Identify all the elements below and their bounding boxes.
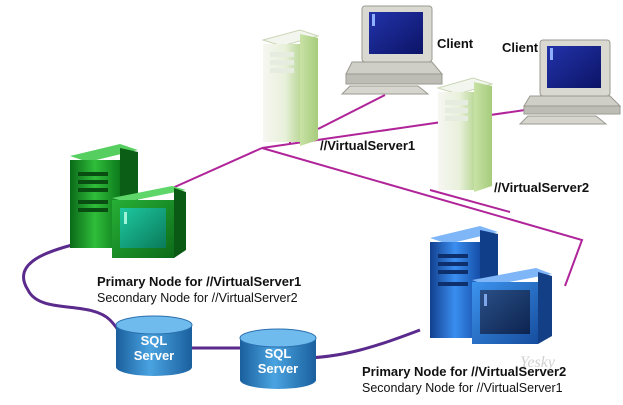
network-line-node1 <box>167 147 263 191</box>
client-1-computer <box>340 5 444 95</box>
db1-label-line1: SQL <box>141 333 168 348</box>
network-line-cross <box>261 147 584 287</box>
node-1-server <box>70 144 186 258</box>
network-line-vs2-node2 <box>429 189 511 213</box>
db1-label-line2: Server <box>134 348 174 363</box>
client-2-label: Client <box>502 40 539 55</box>
client-1-label: Client <box>437 36 474 51</box>
virtual-server-2-label: //VirtualServer2 <box>494 180 590 195</box>
db2-label-line2: Server <box>258 361 298 376</box>
node-1-primary-label: Primary Node for //VirtualServer1 <box>97 274 302 289</box>
virtual-server-1-label: //VirtualServer1 <box>320 138 416 153</box>
node-2-primary-label: Primary Node for //VirtualServer2 <box>362 364 567 379</box>
sql-server-database-1: SQL Server <box>115 315 193 376</box>
node-1-secondary-label: Secondary Node for //VirtualServer2 <box>97 291 298 305</box>
virtual-server-1 <box>261 29 320 146</box>
node-2-server <box>430 226 552 344</box>
node-2-secondary-label: Secondary Node for //VirtualServer1 <box>362 381 563 395</box>
network-line-client1 <box>317 94 386 130</box>
watermark: Yesky <box>520 354 555 371</box>
virtual-server-2 <box>436 77 494 192</box>
client-2-computer <box>518 39 622 125</box>
sql-server-database-2: SQL Server <box>239 328 317 389</box>
db2-label-line1: SQL <box>265 346 292 361</box>
